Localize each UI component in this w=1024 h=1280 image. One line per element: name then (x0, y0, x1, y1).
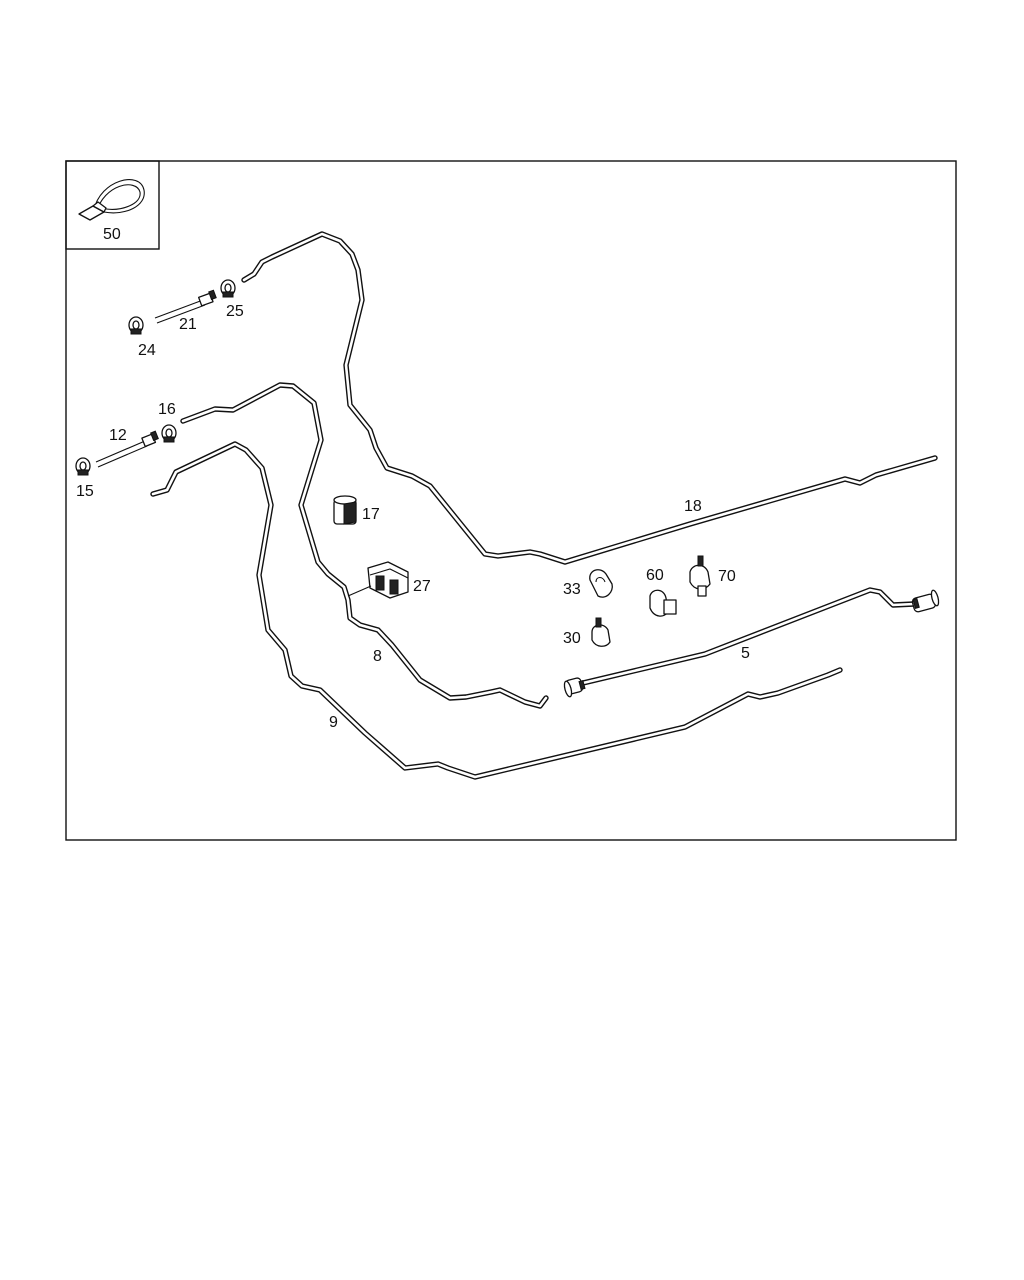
part-label-17: 17 (362, 506, 380, 523)
grommet-part-17 (333, 495, 357, 525)
part-label-18: 18 (684, 498, 702, 515)
pipe-8 (180, 382, 549, 709)
part-label-24: 24 (138, 342, 156, 359)
part-label-50: 50 (103, 226, 121, 243)
clip-part-30 (591, 617, 611, 647)
pipe-5-connector-right (911, 589, 940, 613)
part-label-30: 30 (563, 630, 581, 647)
clip-part-33 (589, 569, 613, 598)
part-label-60: 60 (646, 567, 664, 584)
clip-part-60 (649, 589, 677, 617)
tube-part-21 (154, 289, 217, 324)
pipe-18 (241, 231, 938, 565)
part-label-33: 33 (563, 581, 581, 598)
hose-clamp-part-25 (220, 279, 236, 298)
hose-clamp-part-16 (161, 424, 177, 443)
pipe-5 (580, 587, 917, 686)
part-label-12: 12 (109, 427, 127, 444)
part-label-5: 5 (741, 645, 750, 662)
part-label-8: 8 (373, 648, 382, 665)
diagram-frame (65, 160, 957, 841)
part-label-9: 9 (329, 714, 338, 731)
double-clip-part-27 (367, 561, 409, 599)
pipe-5-connector-left (563, 677, 586, 698)
clip-part-70 (689, 555, 711, 597)
part-label-21: 21 (179, 316, 197, 333)
hose-clamp-part-24 (128, 316, 144, 335)
leader-27 (347, 585, 372, 597)
part-label-15: 15 (76, 483, 94, 500)
part-label-27: 27 (413, 578, 431, 595)
part-label-25: 25 (226, 303, 244, 320)
hose-clamp-part-15 (75, 457, 91, 476)
cable-tie-part-50 (78, 179, 145, 221)
tube-part-12 (95, 430, 159, 468)
inset-box (65, 160, 160, 250)
part-label-70: 70 (718, 568, 736, 585)
part-label-16: 16 (158, 401, 176, 418)
pipe-9 (150, 441, 843, 780)
